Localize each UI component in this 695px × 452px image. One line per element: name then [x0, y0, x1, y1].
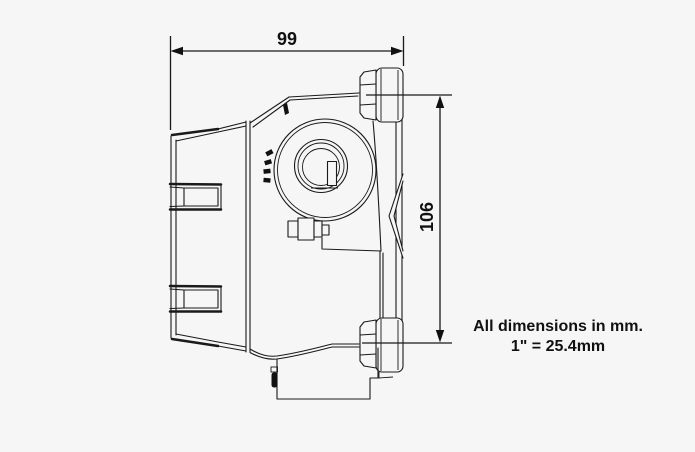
device-side-view [168, 67, 404, 400]
front-bezel [170, 121, 247, 352]
cable-plug [271, 372, 278, 388]
units-note: All dimensions in mm. 1" = 25.4mm [473, 318, 643, 355]
retainer-clip [388, 173, 404, 259]
grip-ribs [263, 149, 274, 183]
mounting-tab-bottom [168, 284, 223, 313]
width-dimension-label: 99 [277, 29, 297, 49]
mounting-tab-top [168, 182, 223, 211]
arrowhead-up-icon [435, 95, 445, 108]
plug-collar [270, 366, 278, 373]
connector-stub [287, 217, 330, 241]
arrowhead-down-icon [435, 330, 445, 343]
dial-key-notch [326, 160, 338, 187]
arrowhead-left-icon [170, 46, 183, 56]
note-line-2: 1" = 25.4mm [511, 338, 605, 355]
main-body [245, 92, 384, 353]
cable-compartment [249, 343, 379, 400]
arrowhead-right-icon [391, 46, 404, 56]
note-line-1: All dimensions in mm. [473, 318, 643, 335]
parting-line-mark [283, 103, 289, 115]
back-plate [395, 90, 403, 340]
port-fitting-bottom [359, 317, 404, 379]
dial-boss [263, 118, 377, 222]
height-dimension-label: 106 [417, 202, 437, 232]
width-dimension: 99 [169, 29, 405, 130]
height-dimension: 106 [362, 94, 452, 344]
